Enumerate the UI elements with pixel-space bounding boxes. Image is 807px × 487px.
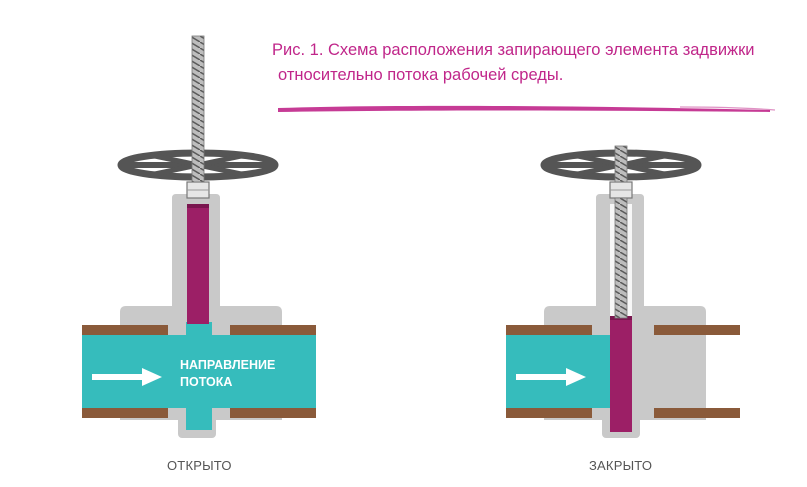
valve-open-pipe-wall-bottom-right — [230, 408, 316, 418]
valve-open-flow-arrow-icon — [92, 368, 162, 386]
state-label-open: ОТКРЫТО — [167, 458, 232, 473]
caption-underline-fade — [679, 106, 776, 111]
flow-direction-label: НАПРАВЛЕНИЕ ПОТОКА — [180, 357, 275, 391]
valve-open-gate — [187, 206, 209, 324]
valve-closed-threaded-stem-inner — [614, 197, 628, 319]
valve-closed-pipe-wall-bottom-left — [506, 408, 592, 418]
valve-open-pipe-wall-top-right — [230, 325, 316, 335]
figure-caption: Рис. 1. Схема расположения запирающего э… — [272, 38, 802, 88]
valve-closed-pipe-wall-top-left — [506, 325, 592, 335]
state-label-closed: ЗАКРЫТО — [589, 458, 653, 473]
valve-closed-water — [506, 335, 610, 408]
valve-open-pipe-wall-bottom-left — [82, 408, 168, 418]
valve-closed — [506, 145, 740, 438]
caption-line-2: относительно потока рабочей среды. — [278, 66, 564, 84]
valve-closed-gate — [610, 318, 632, 432]
caption-underline — [278, 105, 770, 112]
valve-open-threaded-stem — [191, 35, 205, 183]
flow-label-line-2: ПОТОКА — [180, 375, 233, 389]
caption-line-1: Рис. 1. Схема расположения запирающего э… — [272, 41, 755, 59]
flow-label-line-1: НАПРАВЛЕНИЕ — [180, 358, 276, 372]
valve-closed-pipe-wall-bottom-right — [654, 408, 740, 418]
valve-closed-pipe-wall-top-right — [654, 325, 740, 335]
valve-closed-flow-arrow-icon — [516, 368, 586, 386]
valve-open-pipe-wall-top-left — [82, 325, 168, 335]
valve-open-water — [82, 322, 316, 430]
valve-closed-threaded-stem-top — [614, 145, 628, 183]
valve-open — [82, 35, 316, 438]
valve-open-gate-cap — [187, 204, 209, 208]
